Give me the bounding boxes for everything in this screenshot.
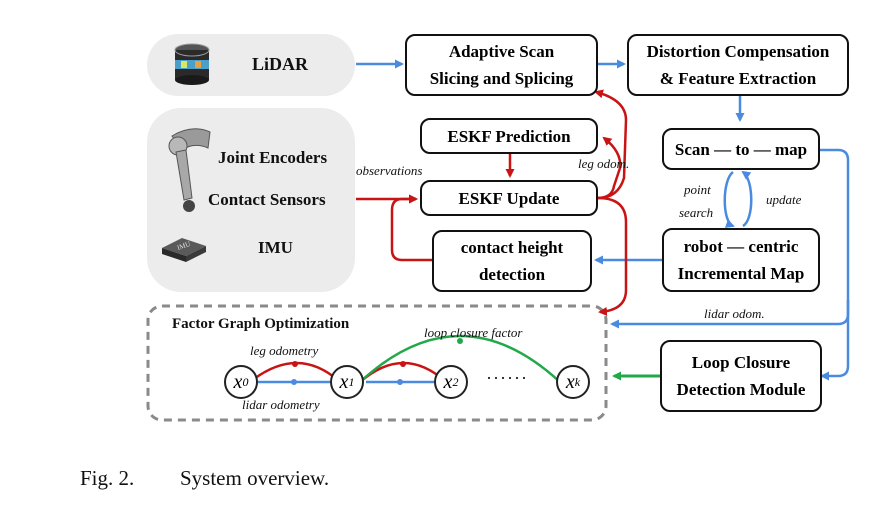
loop-closure-factor-label: loop closure factor [424,325,523,340]
adaptive-scan-line1: Adaptive Scan [448,42,555,61]
leg-factor-dot-2 [400,361,406,367]
imu-label: IMU [258,238,293,257]
factor-graph-title: Factor Graph Optimization [172,316,350,332]
loop-closure-line2: Detection Module [676,380,806,399]
lidar-device-icon [174,43,210,85]
point-search-label-1: point [684,182,711,197]
eskf-prediction-box: ESKF Prediction [420,118,598,154]
distortion-line1: Distortion Compensation [646,42,830,61]
node-x0-var: x [233,370,243,393]
scan-to-map-label: Scan — to — map [674,139,808,159]
contact-height-line1: contact height [460,238,564,257]
arrow-contact-to-update [390,194,432,262]
scan-to-map-box: Scan — to — map [662,128,820,170]
incremental-map-box: robot — centric Incremental Map [662,228,820,292]
node-xk-var: x [565,370,575,393]
leg-factor-dot-1 [292,361,298,367]
node-x2-var: x [443,370,453,393]
adaptive-scan-line2: Slicing and Splicing [429,69,574,88]
lidar-factor-dot-2 [397,379,403,385]
loop-closure-line1: Loop Closure [691,353,791,372]
loop-factor-dot [457,338,463,344]
lidar-odom-label: lidar odom. [704,306,765,321]
arrow-scan-to-loop-closure [820,300,850,381]
contact-height-line2: detection [478,265,546,284]
graph-ellipsis: ······ [486,368,528,388]
incremental-map-line2: Incremental Map [677,264,805,283]
loop-closure-edge [359,334,561,383]
lidar-label: LiDAR [252,54,309,74]
adaptive-scan-box: Adaptive Scan Slicing and Splicing [405,34,598,96]
node-x1-sub: 1 [348,374,355,389]
node-xk-sub: k [574,374,581,389]
node-x2-sub: 2 [452,374,459,389]
imu-chip-icon [162,238,206,262]
eskf-update-label: ESKF Update [458,188,560,208]
incremental-map-line1: robot — centric [683,237,799,256]
arrow-map-update [741,170,753,228]
point-search-label-2: search [679,205,714,220]
robot-leg-icon [168,128,211,212]
observations-label: observations [356,163,423,178]
update-label: update [766,192,802,207]
arrow-leg-odom-to-adaptive [594,89,628,200]
eskf-update-box: ESKF Update [420,180,598,216]
distortion-line2: & Feature Extraction [659,69,817,88]
loop-closure-box: Loop Closure Detection Module [660,340,822,412]
contact-height-box: contact height detection [432,230,592,292]
lidar-factor-dot-1 [291,379,297,385]
arrow-scan-to-map-search [723,170,735,228]
joint-encoders-label: Joint Encoders [218,148,328,167]
distortion-box: Distortion Compensation & Feature Extrac… [627,34,849,96]
arrow-update-to-factor-graph [597,196,628,316]
node-x1-var: x [339,370,349,393]
arrow-scan-branch-right [610,148,850,329]
leg-odom-label: leg odom. [578,156,630,171]
figure-caption-label: Fig. 2. [80,466,135,490]
lidar-odometry-label: lidar odometry [242,397,320,412]
node-x0-sub: 0 [242,374,249,389]
factor-graph-container [146,304,608,422]
leg-odometry-label: leg odometry [250,343,319,358]
contact-sensors-label: Contact Sensors [208,190,326,209]
eskf-prediction-label: ESKF Prediction [447,126,571,146]
figure-caption-text: System overview. [180,466,330,490]
